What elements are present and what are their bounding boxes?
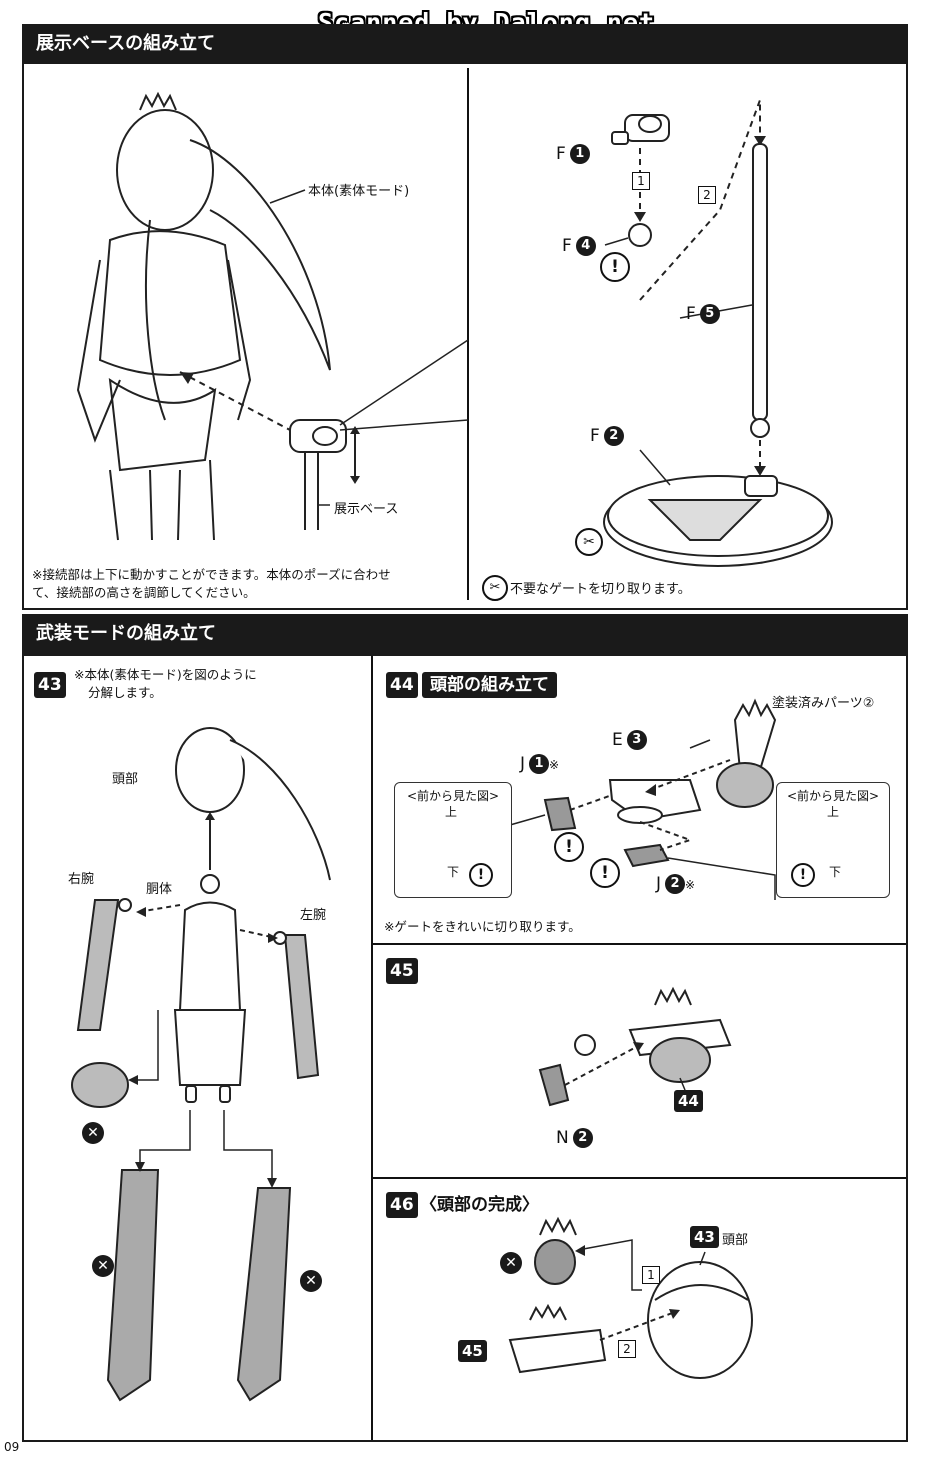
step44-gate-note: ※ゲートをきれいに切り取ります。 bbox=[384, 919, 581, 934]
step44-head-illustration bbox=[543, 698, 777, 868]
step43-note-line2: 分解します。 bbox=[88, 685, 162, 700]
unused-mark-icon: ✕ bbox=[500, 1252, 522, 1274]
label-head: 頭部 bbox=[112, 772, 139, 787]
inset-front-view-right: <前から見た図> 上 下 ! bbox=[776, 782, 890, 898]
caution-icon: ! bbox=[791, 863, 815, 887]
inset-label-down: 下 bbox=[447, 865, 460, 879]
step45-illustration bbox=[538, 986, 732, 1107]
nipper-icon-legend: ✂ bbox=[482, 575, 508, 601]
step44-title: 頭部の組み立て bbox=[422, 672, 557, 698]
inset-label-down: 下 bbox=[829, 865, 842, 879]
unused-mark-icon: ✕ bbox=[92, 1255, 114, 1277]
unused-mark-icon: ✕ bbox=[82, 1122, 104, 1144]
section-header-display-base: 展示ベースの組み立て bbox=[22, 24, 908, 64]
ref-step-44: 44 bbox=[674, 1090, 703, 1112]
section-frame-armed-mode bbox=[22, 654, 908, 1442]
label-right-arm: 右腕 bbox=[68, 872, 95, 887]
label-body-basic-mode: 本体(素体モード) bbox=[308, 184, 410, 199]
inset-label-up: 上 bbox=[445, 805, 458, 819]
note-connector-height: ※接続部は上下に動かすことができます。本体のポーズに合わせて、接続部の高さを調節… bbox=[32, 567, 391, 600]
step-44-number: 44 bbox=[386, 672, 418, 698]
inset-title: <前から見た図> bbox=[786, 789, 880, 803]
caution-icon: ! bbox=[469, 863, 493, 887]
label-left-arm: 左腕 bbox=[300, 908, 327, 923]
ref-step-45: 45 bbox=[458, 1340, 487, 1362]
f4-ball-part bbox=[628, 223, 652, 247]
caution-icon: ! bbox=[600, 252, 630, 282]
nipper-icon: ✂ bbox=[575, 528, 603, 556]
step43-disassembly-illustration bbox=[71, 727, 331, 1402]
step-43-number: 43 bbox=[34, 672, 66, 698]
f2-base-plate bbox=[603, 475, 833, 567]
order-mark-1: 1 bbox=[642, 1266, 660, 1284]
ref-step-43: 43 bbox=[690, 1226, 719, 1248]
caution-icon: ! bbox=[554, 832, 584, 862]
caution-icon: ! bbox=[590, 858, 620, 888]
section-frame-display-base bbox=[22, 62, 908, 610]
step43-note-line1: ※本体(素体モード)を図のように bbox=[74, 667, 257, 682]
base-connector-part bbox=[289, 419, 347, 530]
step-46-number: 46 bbox=[386, 1192, 418, 1218]
figure-back-illustration bbox=[76, 91, 331, 541]
page-number: 09 bbox=[4, 1440, 20, 1454]
label-head: 頭部 bbox=[722, 1233, 749, 1248]
inset-front-view-left: <前から見た図> 上 下 ! bbox=[394, 782, 512, 898]
label-display-base: 展示ベース bbox=[334, 502, 399, 517]
step-45-number: 45 bbox=[386, 958, 418, 984]
order-mark-1: 1 bbox=[632, 172, 650, 190]
order-mark-2: 2 bbox=[698, 186, 716, 204]
inset-title: <前から見た図> bbox=[406, 789, 500, 803]
inset-label-up: 上 bbox=[827, 805, 840, 819]
order-mark-2: 2 bbox=[618, 1340, 636, 1358]
f1-joint-part bbox=[611, 114, 670, 145]
section-header-armed-mode: 武装モードの組み立て bbox=[22, 614, 908, 654]
step46-illustration bbox=[508, 1216, 753, 1379]
gate-cut-note: 不要なゲートを切り取ります。 bbox=[510, 582, 691, 597]
unused-mark-icon: ✕ bbox=[300, 1270, 322, 1292]
label-painted-parts: 塗装済みパーツ② bbox=[772, 696, 875, 711]
step46-title: 〈頭部の完成〉 bbox=[420, 1195, 539, 1215]
f5-rod-part bbox=[750, 143, 770, 438]
label-torso: 胴体 bbox=[146, 882, 173, 897]
